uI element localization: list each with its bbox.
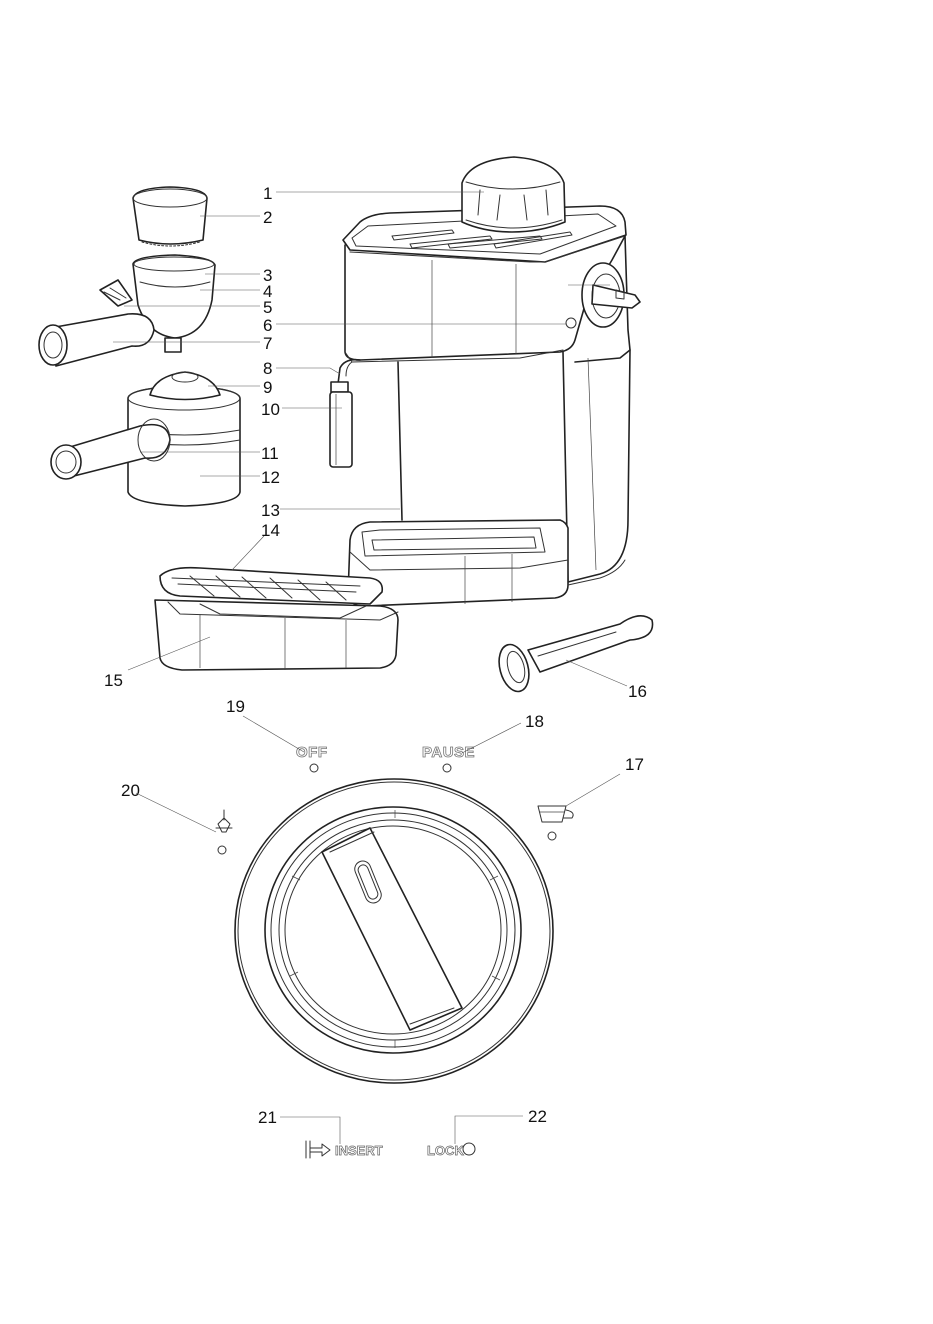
callout-20: 20 — [121, 781, 140, 800]
callout-7: 7 — [263, 334, 272, 353]
pause-label: PAUSE — [422, 744, 475, 761]
callout-17: 17 — [625, 755, 644, 774]
steam-indicator — [218, 846, 226, 854]
filter-basket — [133, 187, 207, 246]
callout-9: 9 — [263, 378, 272, 397]
side-dial-small — [582, 263, 640, 327]
callout-8: 8 — [263, 359, 272, 378]
callout-2: 2 — [263, 208, 272, 227]
lock-label: LOCK — [427, 1143, 464, 1158]
callout-12: 12 — [261, 468, 280, 487]
pause-indicator — [443, 764, 451, 772]
lock-icon — [463, 1143, 475, 1155]
coffee-indicator — [548, 832, 556, 840]
callout-5: 5 — [263, 298, 272, 317]
callout-1: 1 — [263, 184, 272, 203]
callout-6: 6 — [263, 316, 272, 335]
insert-label: INSERT — [335, 1143, 383, 1158]
control-dial — [235, 779, 553, 1083]
machine-body — [343, 206, 630, 606]
steam-knob — [462, 157, 565, 232]
callout-10: 10 — [261, 400, 280, 419]
callout-21: 21 — [258, 1108, 277, 1127]
callout-18: 18 — [525, 712, 544, 731]
carafe — [51, 372, 240, 506]
callout-14: 14 — [261, 521, 280, 540]
off-indicator — [310, 764, 318, 772]
steam-wand — [330, 360, 360, 467]
callout-22: 22 — [528, 1107, 547, 1126]
drip-tray — [155, 600, 398, 670]
coffee-cup-icon — [538, 806, 573, 822]
insert-arrow-icon — [306, 1141, 330, 1158]
callout-11: 11 — [261, 444, 279, 463]
callout-15: 15 — [104, 671, 123, 690]
callout-13: 13 — [261, 501, 280, 520]
steam-icon — [216, 810, 232, 832]
callout-16: 16 — [628, 682, 647, 701]
portafilter — [39, 255, 215, 366]
callout-19: 19 — [226, 697, 245, 716]
off-label: OFF — [296, 744, 328, 761]
indicator-light — [566, 318, 576, 328]
